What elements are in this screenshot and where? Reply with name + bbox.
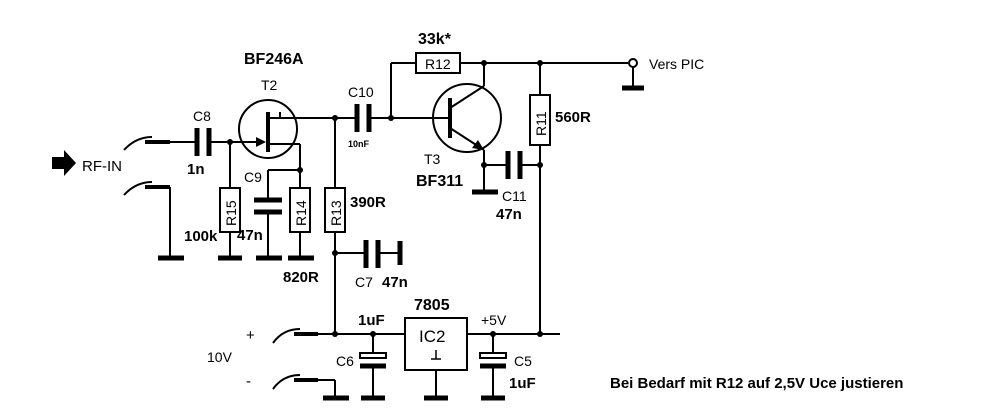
c9-name: C9 — [244, 169, 262, 185]
svg-text:R15: R15 — [223, 200, 239, 226]
capacitor-c8 — [194, 128, 212, 156]
c11-name: C11 — [502, 188, 527, 204]
rf-in-connector[interactable] — [123, 136, 170, 196]
resistor-r14: R14 — [289, 187, 311, 233]
capacitor-c5 — [479, 352, 507, 369]
svg-text:R11: R11 — [533, 111, 549, 136]
r12-value: 33k* — [418, 31, 452, 48]
bjt-t3 — [430, 83, 502, 153]
adjustment-note: Bei Bedarf mit R12 auf 2,5V Uce justiere… — [610, 375, 903, 392]
supply-voltage-label: 10V — [207, 349, 233, 365]
c6-name: C6 — [336, 353, 354, 369]
svg-text:R14: R14 — [293, 200, 309, 226]
c9-value: 47n — [237, 227, 263, 244]
jfet-t2 — [238, 99, 298, 159]
power-in-connector[interactable] — [272, 328, 318, 390]
capacitor-c7 — [363, 240, 381, 268]
t2-type: BF246A — [244, 51, 304, 68]
rf-in-arrow-icon — [52, 150, 76, 176]
c10-name: C10 — [348, 84, 374, 100]
c7-name: C7 — [355, 274, 373, 290]
c5-value: 1uF — [509, 375, 536, 392]
t2-name: T2 — [261, 77, 278, 93]
c5-name: C5 — [514, 353, 532, 369]
c8-value: 1n — [187, 161, 205, 178]
r14-value: 820R — [283, 269, 319, 286]
svg-text:R12: R12 — [425, 56, 451, 72]
c8-name: C8 — [193, 108, 211, 124]
r13-value: 390R — [350, 194, 386, 211]
t3-name: T3 — [424, 151, 441, 167]
c7-value: 47n — [382, 274, 408, 291]
resistor-r12: R12 — [415, 52, 461, 74]
r11-value: 560R — [555, 109, 591, 126]
c10-value: 10nF — [348, 139, 370, 149]
capacitor-c10 — [354, 104, 372, 132]
resistor-r15: R15 — [219, 187, 241, 233]
svg-text:IC2: IC2 — [419, 327, 445, 346]
ic2-type: 7805 — [414, 297, 450, 314]
c11-value: 47n — [496, 206, 522, 223]
capacitor-c6 — [359, 352, 387, 369]
resistor-r13: R13 — [324, 187, 346, 233]
t3-type: BF311 — [416, 173, 463, 190]
svg-text:R13: R13 — [328, 200, 344, 226]
c6-value: 1uF — [358, 312, 385, 329]
vers-pic-label: Vers PIC — [649, 56, 704, 72]
plus5v-label: +5V — [481, 312, 507, 328]
plus-label: + — [246, 327, 255, 344]
capacitor-c9 — [254, 197, 282, 215]
r15-value: 100k — [184, 228, 218, 245]
rf-in-label: RF-IN — [82, 158, 122, 175]
output-terminal-vers-pic[interactable] — [622, 58, 644, 91]
resistor-r11: R11 — [529, 94, 551, 146]
voltage-regulator-ic2: IC2 — [404, 317, 468, 371]
minus-label: - — [246, 373, 251, 390]
capacitor-c11 — [505, 151, 523, 179]
